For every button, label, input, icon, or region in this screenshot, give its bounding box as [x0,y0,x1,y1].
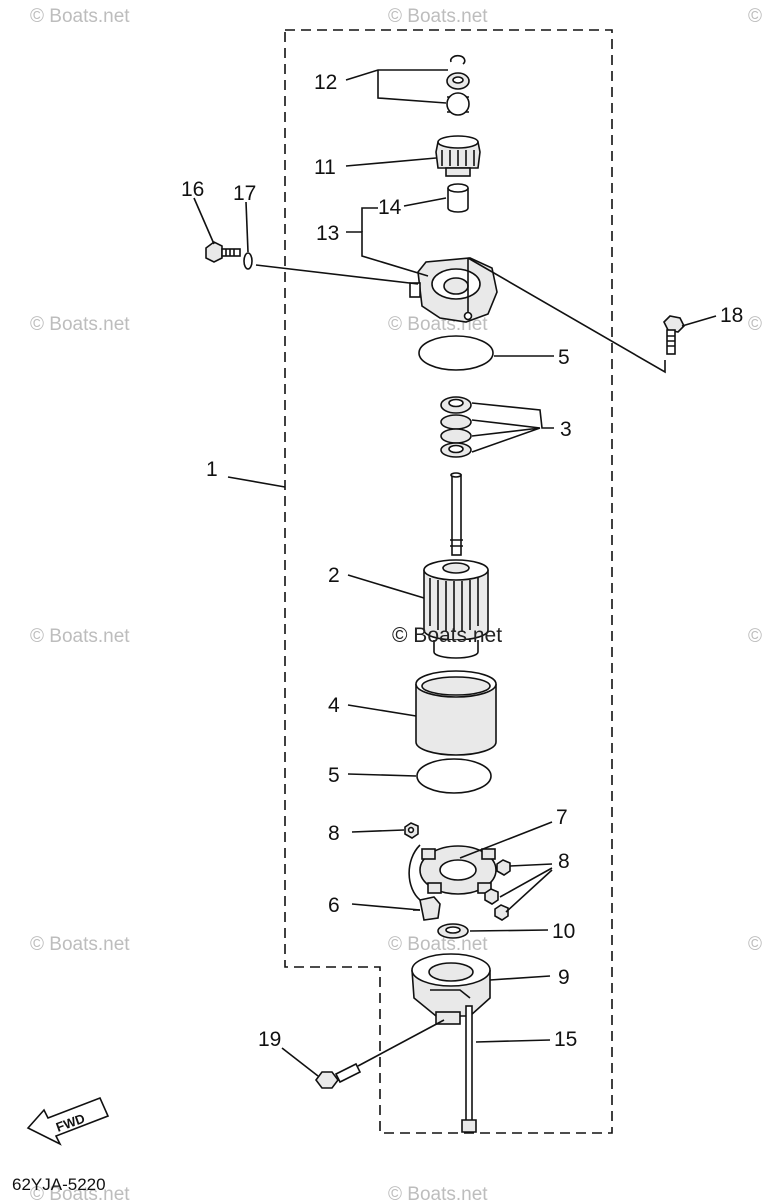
callout-8-left: 8 [328,822,340,845]
callout-15: 15 [554,1028,577,1051]
part-4-yoke [415,670,497,756]
callout-6: 6 [328,894,340,917]
watermark: © Boats.net [30,626,130,647]
part-15-through-bolt [461,1005,477,1133]
watermark: © Boats.net [30,1184,130,1200]
part-16-bolt [205,241,241,263]
part-18-bolt [663,315,685,355]
watermark: © Boats.net [388,1184,488,1200]
watermark: © [748,314,762,335]
watermark-center: © Boats.net [392,624,502,647]
watermark: © Boats.net [388,934,488,955]
callout-13: 13 [316,222,339,245]
callout-16: 16 [181,178,204,201]
callout-14: 14 [378,196,402,219]
callout-12: 12 [314,71,337,94]
watermark: © [748,626,762,647]
watermarks: © Boats.net © Boats.net © Boats.net © Bo… [30,6,762,1200]
part-7-brush-holder [408,844,497,901]
assembly-boundary [284,29,613,1134]
callout-5-upper: 5 [558,346,570,369]
part-8-nuts-right [484,859,511,921]
part-6-terminal [413,896,441,921]
watermark: © [748,6,762,27]
part-12-clip-collar-spring [446,54,470,116]
part-19-bolt [315,1062,362,1089]
part-5-o-ring-upper [418,335,494,371]
callout-18: 18 [720,304,743,327]
part-5-o-ring-lower [416,758,492,794]
callout-4: 4 [328,694,340,717]
callout-1: 1 [206,458,218,481]
part-14-bushing [447,183,469,213]
fwd-arrow-icon: FWD [26,1096,110,1146]
part-2-armature [423,472,489,659]
watermark: © Boats.net [30,314,130,335]
watermark: © Boats.net [30,934,130,955]
watermark: © [748,934,762,955]
part-17-lock-washer [243,252,253,270]
watermark: © Boats.net [30,6,130,27]
diagram-code: 62YJA-5220 [12,1175,106,1194]
callout-5-lower: 5 [328,764,340,787]
callout-11: 11 [314,156,336,179]
callout-10: 10 [552,920,575,943]
part-3-washer-stack [440,396,472,458]
callout-8-right: 8 [558,850,570,873]
part-9-rear-bracket [411,953,491,1025]
part-8-nut-top [404,822,419,839]
leader-lines [193,69,717,1077]
callout-17: 17 [233,182,256,205]
callout-labels: 12 11 14 13 16 17 18 5 3 1 2 4 5 8 7 8 6… [181,71,743,1051]
part-11-pinion-gear [435,135,481,177]
watermark: © Boats.net [388,6,488,27]
callout-3: 3 [560,418,572,441]
callout-19: 19 [258,1028,281,1051]
callout-7: 7 [556,806,568,829]
callout-2: 2 [328,564,340,587]
callout-9: 9 [558,966,570,989]
part-10-washer [437,923,469,939]
